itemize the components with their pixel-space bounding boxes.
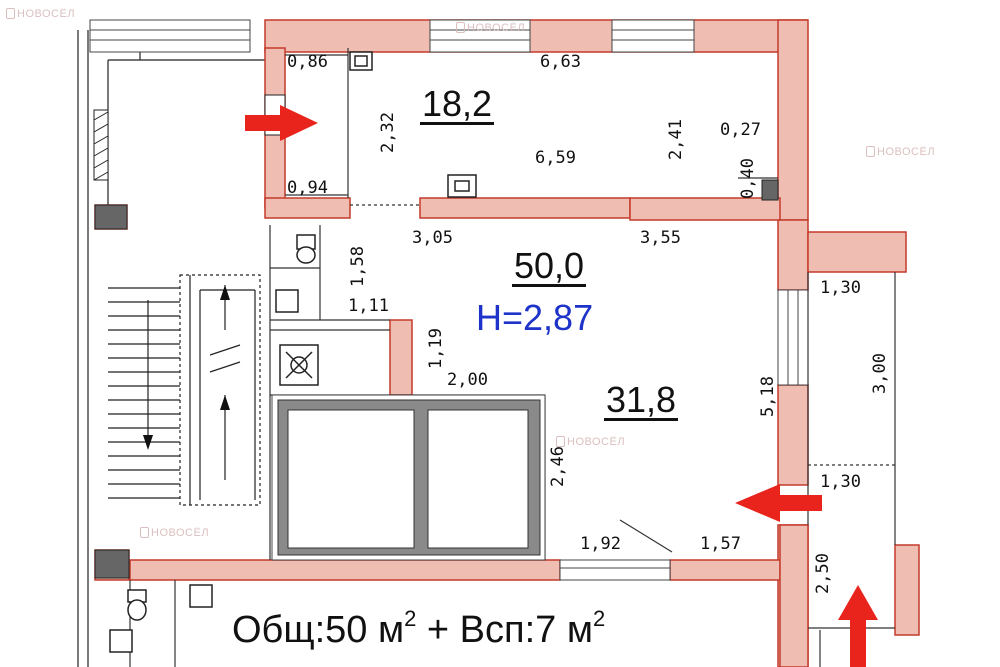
dimension-label: 1,58 [347,246,368,287]
dimension-label: 0,27 [720,120,761,140]
dimension-label: 6,63 [540,52,581,72]
total-area-label: 50,0 [512,245,587,287]
dimension-label: 1,30 [820,278,861,298]
dimension-label: 3,55 [640,228,681,248]
dimension-label: 0,86 [287,52,328,72]
watermark-logo: НОВОСЁЛ [456,22,525,34]
dimension-label: 2,46 [547,446,568,487]
dimension-label: 1,92 [580,534,621,554]
watermark-logo: НОВОСЁЛ [556,436,625,448]
dimension-label: 1,19 [425,328,446,369]
room-2-area-label: 31,8 [604,379,679,421]
dimension-label: 2,32 [377,112,398,153]
entrance-arrows [245,105,878,667]
hatched-wall [93,109,109,181]
dimension-label: 5,18 [757,376,778,417]
arrow-left [735,484,822,522]
dimension-label: 2,41 [665,119,686,160]
dimension-label: 1,11 [348,296,389,316]
watermark-logo: НОВОСЁЛ [6,8,75,20]
dimension-label: 2,00 [447,370,488,390]
dimension-label: 6,59 [535,148,576,168]
stair-arrows [143,285,230,450]
corner-posts [94,94,779,579]
stairwell [77,30,270,667]
watermark-logo: НОВОСЁЛ [140,527,209,539]
storage-box [271,394,546,561]
arrow-up [838,585,878,667]
dimension-label: 3,05 [412,228,453,248]
toilets [127,234,316,621]
area-summary: Общ:50 м2 + Всп:7 м2 [232,606,606,651]
dimension-label: 1,30 [820,472,861,492]
dimension-label: 1,57 [700,534,741,554]
room-1-area-label: 18,2 [420,83,495,125]
dimension-label: 2,50 [812,553,833,594]
watermark-logo: НОВОСЁЛ [866,146,935,158]
dimension-label: 3,00 [869,353,890,394]
arrow-right [245,105,318,141]
dimension-label: 0,40 [737,158,758,199]
fixtures [109,51,477,653]
ceiling-height-label: H=2,87 [476,297,594,338]
dimension-label: 0,94 [287,178,328,198]
windows [89,19,809,581]
